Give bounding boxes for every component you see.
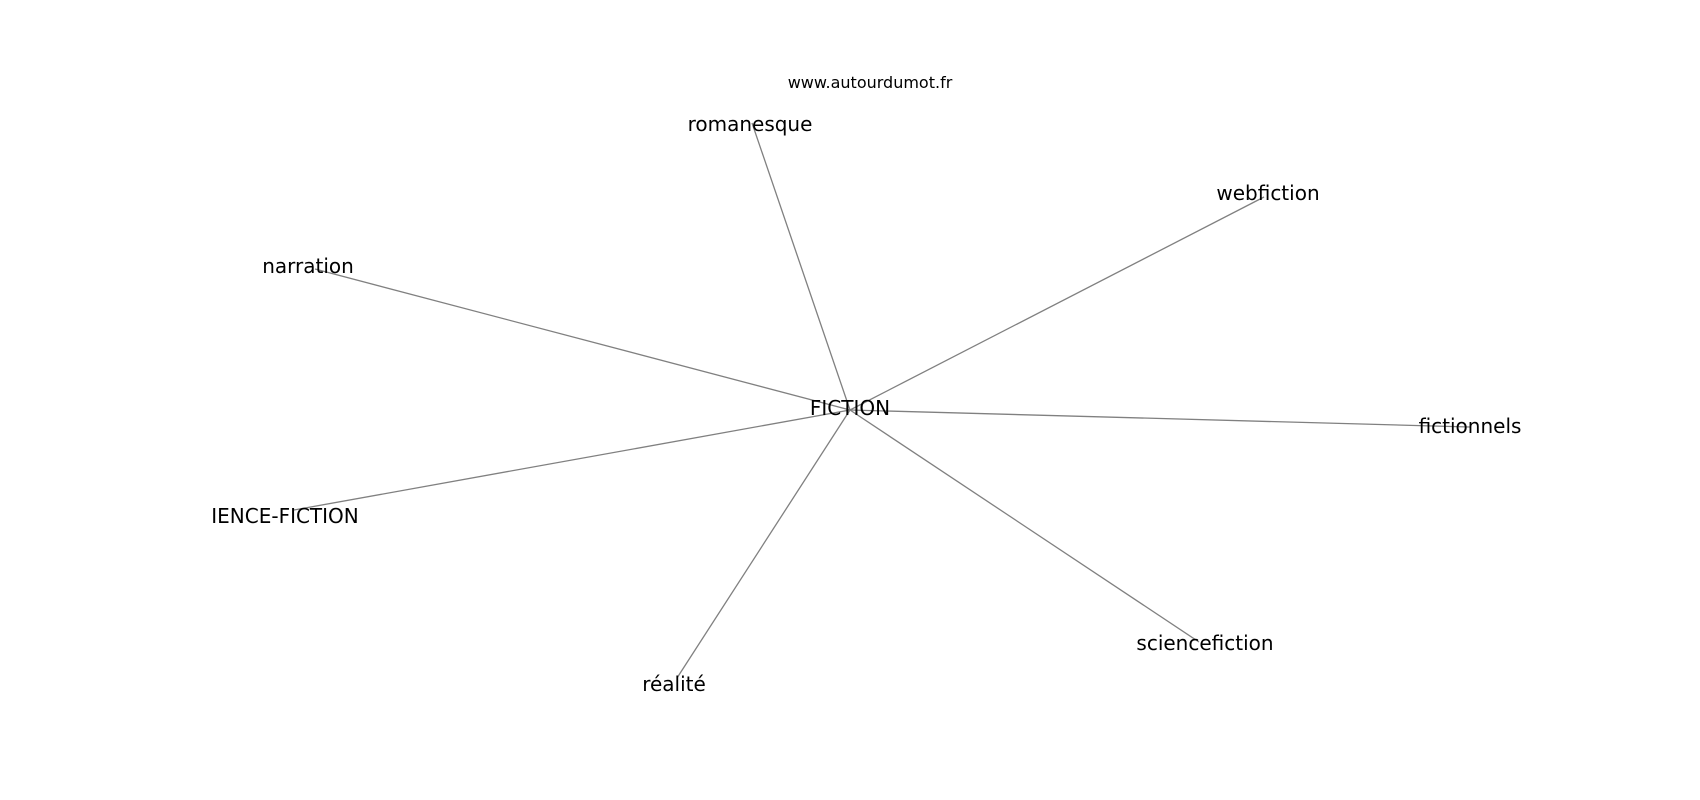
node-label-realite[interactable]: réalité [642, 672, 706, 696]
edge-sciencefiction [849, 409, 1200, 643]
labels-group: romanesque webfiction narration fictionnels… [211, 112, 1521, 696]
node-label-sciencefiction[interactable]: sciencefiction [1136, 631, 1273, 655]
watermark-text: www.autourdumot.fr [788, 73, 953, 92]
node-label-ience-fiction[interactable]: IENCE-FICTION [211, 504, 359, 528]
edge-fictionnels [849, 409, 1471, 428]
edge-romanesque [751, 122, 851, 411]
edge-narration [314, 268, 851, 411]
node-label-fictionnels[interactable]: fictionnels [1419, 414, 1522, 438]
node-label-webfiction[interactable]: webfiction [1216, 181, 1319, 205]
edge-ience-fiction [293, 409, 851, 511]
edge-webfiction [849, 196, 1265, 411]
edge-realite [676, 409, 851, 679]
edges-group [293, 122, 1471, 679]
node-label-romanesque[interactable]: romanesque [688, 112, 813, 136]
center-node-label[interactable]: FICTION [810, 396, 890, 420]
node-label-narration[interactable]: narration [262, 254, 354, 278]
